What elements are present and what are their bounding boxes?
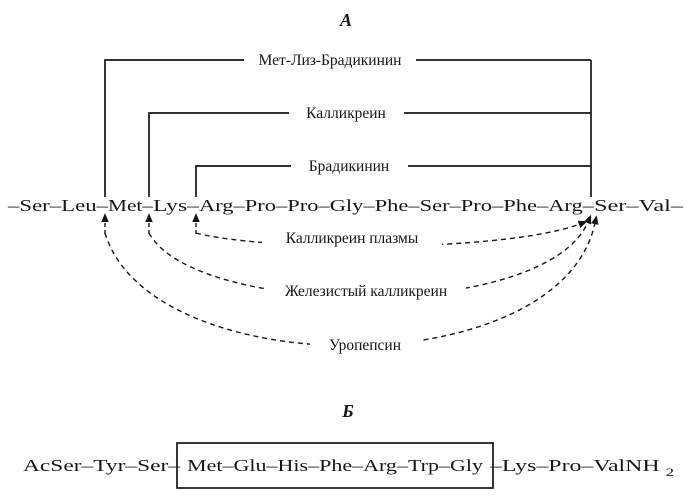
sequence-b-boxed: Met–Glu–His–Phe–Arg–Trp–Gly xyxy=(187,456,484,475)
label-mask xyxy=(310,335,422,356)
section-b-label: Б xyxy=(341,401,353,421)
enzyme-label-uropepsin: Уропепсин xyxy=(329,337,401,354)
enzyme-curves: Калликреин плазмы Железистый калликреин … xyxy=(104,214,599,356)
bracket-line xyxy=(195,165,291,197)
bracket-line xyxy=(148,112,289,197)
bracket-line xyxy=(104,59,244,197)
bracket-kallikrein: Калликреин xyxy=(148,105,591,197)
sequence-b-right: –Lys–Pro–ValNH 2 xyxy=(489,456,674,479)
boxed-fragment-outline xyxy=(176,442,494,489)
sequence-a-part: –Ser–Leu– xyxy=(7,196,109,215)
sequence-a-part: Met– xyxy=(108,196,154,215)
section-a-label: А xyxy=(339,10,352,30)
sequence-b-subscript: 2 xyxy=(666,465,674,479)
sequence-a: –Ser–Leu– Met– Lys– Arg–Pro–Pro–Gly–Phe–… xyxy=(7,196,684,215)
sequence-b-left: AcSer–Tyr–Ser– xyxy=(23,456,181,475)
section-a: А Мет-Лиз-Брадикинин Калликреин Брадикин… xyxy=(7,10,684,356)
sequence-a-part: Ser–Val– xyxy=(594,196,684,215)
bracket-bradykinin: Брадикинин xyxy=(195,158,591,197)
sequence-b-right-main: –Lys–Pro–ValNH xyxy=(489,456,660,475)
section-b: Б AcSer–Tyr–Ser– Met–Glu–His–Phe–Arg–Trp… xyxy=(23,401,674,489)
enzyme-label-glandular-kallikrein: Железистый калликреин xyxy=(285,283,447,300)
label-mask xyxy=(266,281,466,302)
sequence-a-part: Lys– xyxy=(153,196,200,215)
cleavage-site-arrows xyxy=(101,213,200,234)
bracket-met-lys-bradykinin: Мет-Лиз-Брадикинин xyxy=(104,52,591,197)
bracket-label-met-lys-bradykinin: Мет-Лиз-Брадикинин xyxy=(259,52,402,69)
bracket-label-kallikrein: Калликреин xyxy=(306,105,386,122)
bracket-label-bradykinin: Брадикинин xyxy=(309,158,389,175)
sequence-a-part: Arg–Pro–Pro–Gly–Phe–Ser–Pro–Phe–Arg– xyxy=(199,196,595,215)
sequence-b: AcSer–Tyr–Ser– Met–Glu–His–Phe–Arg–Trp–G… xyxy=(23,456,674,479)
enzyme-label-plasma-kallikrein: Калликреин плазмы xyxy=(286,230,419,247)
label-mask xyxy=(262,227,442,249)
